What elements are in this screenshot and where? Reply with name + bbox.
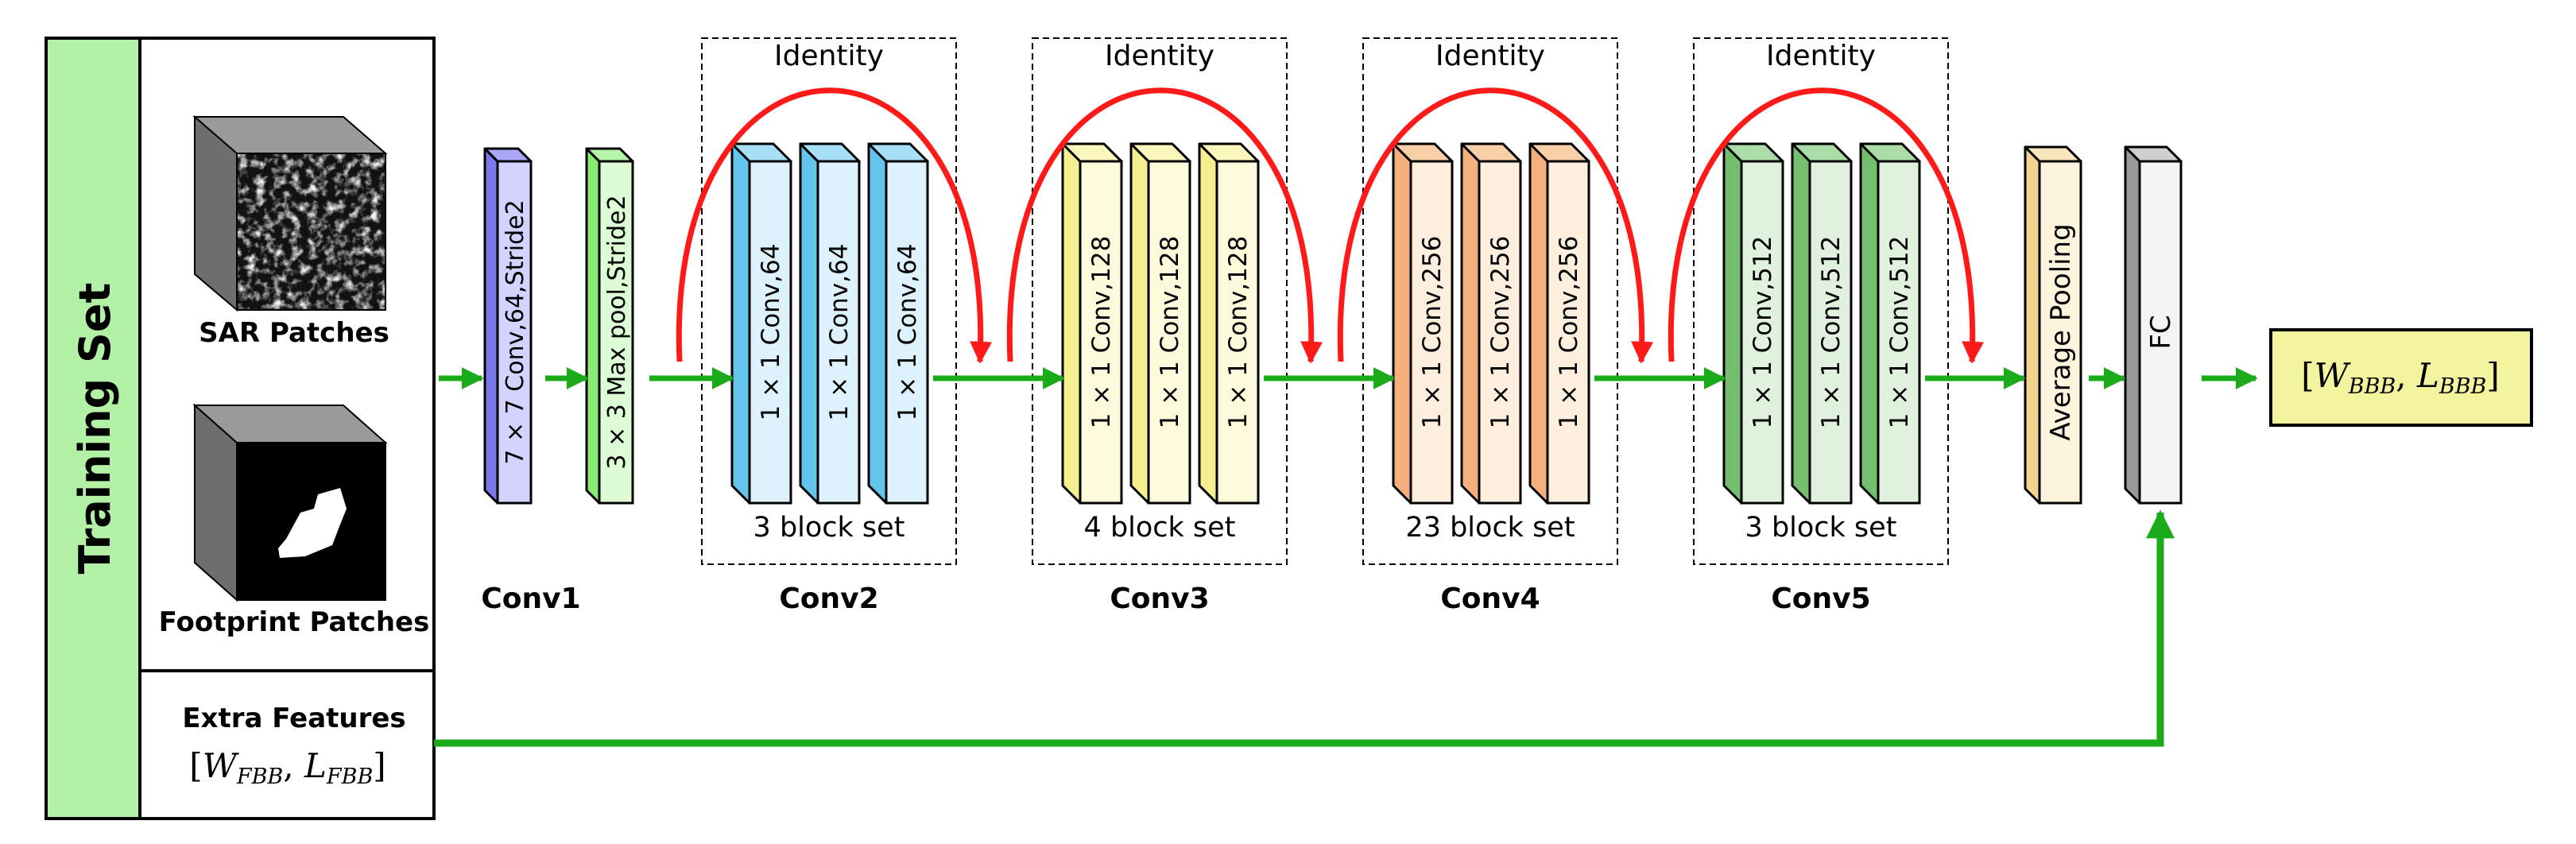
conv1-label: Conv1 xyxy=(481,583,580,615)
footprint-patch-cube xyxy=(192,403,388,602)
stage-conv3: Identity 1 × 1 Conv,128 1 × 1 Conv,128 1 × … xyxy=(1032,37,1288,615)
identity-skip-arrow xyxy=(676,87,993,364)
block-set-label: 3 block set xyxy=(753,512,905,544)
block-set-label: 4 block set xyxy=(1084,512,1236,544)
stage-dashed-box xyxy=(1693,37,1949,565)
conv1-7x7-block-text: 7 × 7 Conv,64,Stride2 xyxy=(502,199,529,464)
stage-dashed-box xyxy=(1032,37,1288,565)
residual-block: 1 × 1 Conv,64 xyxy=(730,142,792,505)
fc-block-text: FC xyxy=(2145,315,2177,349)
residual-block-text: 1 × 1 Conv,256 xyxy=(1418,236,1447,429)
output-math: [WBBB, LBBB] xyxy=(2301,356,2500,399)
stage-conv5: Identity 1 × 1 Conv,512 1 × 1 Conv,512 1 × … xyxy=(1693,37,1949,615)
sar-patches-label: SAR Patches xyxy=(199,317,389,349)
identity-skip-arrow xyxy=(1337,87,1654,364)
training-set-panel: Training Set SAR Patches Footprint Patch… xyxy=(45,37,436,820)
identity-label: Identity xyxy=(774,40,884,72)
stage-dashed-box xyxy=(1362,37,1618,565)
residual-block-text: 1 × 1 Conv,512 xyxy=(1885,236,1914,429)
footprint-patches-label: Footprint Patches xyxy=(159,606,430,638)
stage-conv4: Identity 1 × 1 Conv,256 1 × 1 Conv,256 1 × … xyxy=(1362,37,1618,615)
residual-block: 1 × 1 Conv,256 xyxy=(1528,142,1590,505)
residual-block: 1 × 1 Conv,512 xyxy=(1859,142,1921,505)
residual-block-text: 1 × 1 Conv,64 xyxy=(825,244,854,421)
residual-block: 1 × 1 Conv,128 xyxy=(1129,142,1191,505)
identity-label: Identity xyxy=(1766,40,1876,72)
arrow-extra-features-to-fc xyxy=(434,509,2175,747)
identity-label: Identity xyxy=(1105,40,1214,72)
average-pooling-block-text: Average Pooling xyxy=(2045,223,2077,440)
residual-block: 1 × 1 Conv,256 xyxy=(1460,142,1522,505)
stage-label: Conv4 xyxy=(1440,583,1540,615)
extra-features-title: Extra Features xyxy=(182,703,405,734)
residual-block-text: 1 × 1 Conv,128 xyxy=(1156,236,1184,429)
conv1-7x7-block: 7 × 7 Conv,64,Stride2 xyxy=(483,147,533,505)
residual-block: 1 × 1 Conv,64 xyxy=(799,142,861,505)
residual-block: 1 × 1 Conv,512 xyxy=(1722,142,1784,505)
residual-block: 1 × 1 Conv,128 xyxy=(1061,142,1123,505)
extra-features-math: [WFBB, LFBB] xyxy=(189,746,385,789)
residual-block: 1 × 1 Conv,64 xyxy=(867,142,929,505)
stage-dashed-box xyxy=(701,37,957,565)
identity-skip-arrow xyxy=(1668,87,1985,364)
average-pooling-block: Average Pooling xyxy=(2024,145,2082,505)
stage-label: Conv5 xyxy=(1771,583,1870,615)
residual-block-text: 1 × 1 Conv,512 xyxy=(1817,236,1846,429)
residual-block-text: 1 × 1 Conv,64 xyxy=(757,244,785,421)
residual-block: 1 × 1 Conv,128 xyxy=(1198,142,1260,505)
stage-label: Conv2 xyxy=(779,583,878,615)
residual-block: 1 × 1 Conv,512 xyxy=(1791,142,1853,505)
conv1-group: 7 × 7 Conv,64,Stride2 3 × 3 Max pool,Stri… xyxy=(483,147,634,505)
identity-label: Identity xyxy=(1435,40,1545,72)
tail-group: Average Pooling FC xyxy=(2024,145,2183,505)
residual-block-text: 1 × 1 Conv,64 xyxy=(893,244,922,421)
extra-features-box xyxy=(138,669,436,820)
training-set-bar xyxy=(45,37,141,820)
sar-patch-cube xyxy=(192,114,388,312)
conv1-maxpool-block: 3 × 3 Max pool,Stride2 xyxy=(585,147,634,505)
residual-block-text: 1 × 1 Conv,512 xyxy=(1749,236,1777,429)
output-box: [WBBB, LBBB] xyxy=(2269,328,2533,427)
arrows-group xyxy=(434,87,2258,747)
block-set-label: 3 block set xyxy=(1745,512,1897,544)
residual-block-text: 1 × 1 Conv,128 xyxy=(1087,236,1116,429)
residual-block: 1 × 1 Conv,256 xyxy=(1392,142,1454,505)
building-footprint-shape xyxy=(278,488,347,558)
identity-skip-arrow xyxy=(1006,87,1323,364)
residual-block-text: 1 × 1 Conv,128 xyxy=(1224,236,1253,429)
stages-group: Identity 1 × 1 Conv,64 1 × 1 Conv,64 1 × 1 … xyxy=(701,37,1949,615)
residual-block-text: 1 × 1 Conv,256 xyxy=(1486,236,1515,429)
fc-block: FC xyxy=(2124,145,2183,505)
stage-label: Conv3 xyxy=(1110,583,1209,615)
residual-block-text: 1 × 1 Conv,256 xyxy=(1555,236,1583,429)
stage-conv2: Identity 1 × 1 Conv,64 1 × 1 Conv,64 1 × 1 … xyxy=(701,37,957,615)
training-set-title: Training Set xyxy=(70,283,120,575)
conv1-maxpool-block-text: 3 × 3 Max pool,Stride2 xyxy=(603,195,631,469)
block-set-label: 23 block set xyxy=(1405,512,1575,544)
